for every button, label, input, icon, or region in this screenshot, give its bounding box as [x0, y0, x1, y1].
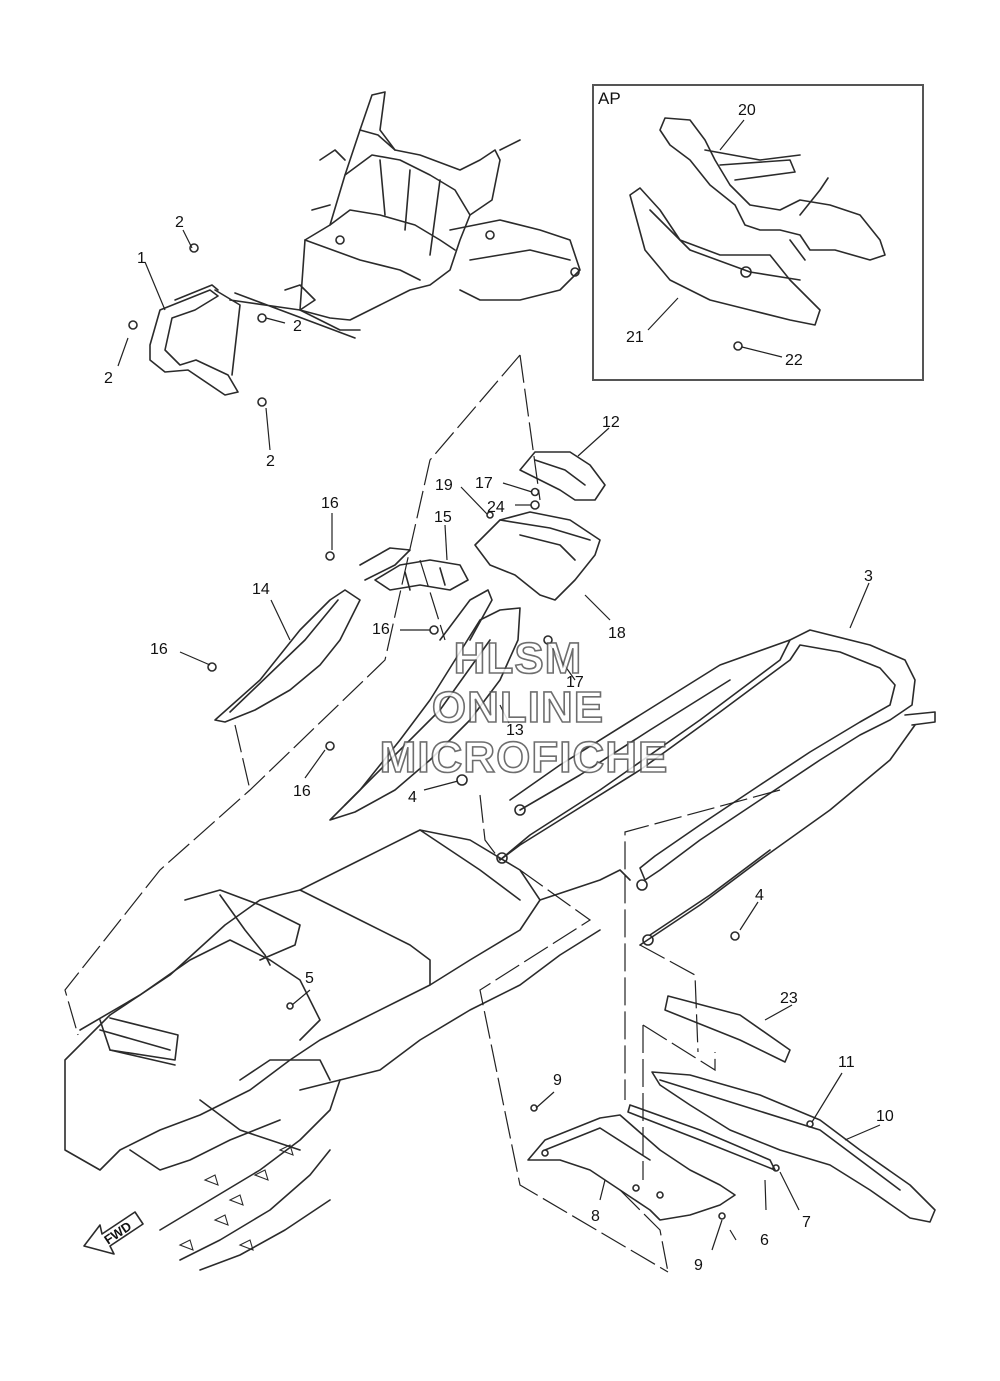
center-cover-part-15 — [374, 559, 469, 591]
callout-2: 2 — [266, 453, 275, 470]
watermark: HLSM ONLINE MICROFICHE — [379, 633, 669, 783]
callout-15: 15 — [434, 509, 452, 526]
callout-1: 1 — [137, 250, 146, 267]
ap-inset-frame — [592, 84, 924, 381]
callout-9: 9 — [553, 1072, 562, 1089]
callout-16: 16 — [293, 783, 311, 800]
chassis-tunnel — [64, 829, 631, 1271]
callout-21: 21 — [626, 329, 644, 346]
inset-label: AP — [598, 89, 621, 108]
callout-8: 8 — [591, 1208, 600, 1225]
callout-10: 10 — [876, 1108, 894, 1125]
ap-inset-drawing — [629, 117, 886, 351]
callout-5: 5 — [305, 970, 314, 987]
callout-19: 19 — [435, 477, 453, 494]
callout-2: 2 — [293, 318, 302, 335]
callout-17: 17 — [566, 674, 584, 691]
assembly-reference-lines — [64, 354, 781, 1273]
strip-part-6 — [627, 1104, 776, 1171]
callout-14: 14 — [252, 581, 270, 598]
rear-cover-part-13 — [329, 589, 521, 821]
callout-4: 4 — [408, 789, 417, 806]
watermark-line-1: HLSM — [454, 634, 583, 683]
forward-arrow-icon — [83, 1211, 144, 1255]
callout-17: 17 — [475, 475, 493, 492]
callout-18: 18 — [608, 625, 626, 642]
forward-direction-marker: FWD — [83, 1211, 144, 1255]
watermark-line-3: MICROFICHE — [380, 733, 669, 782]
callout-leader-lines — [117, 119, 881, 1251]
callout-12: 12 — [602, 414, 620, 431]
callout-13: 13 — [506, 722, 524, 739]
rear-bracket-part-18 — [474, 511, 601, 601]
callout-11: 11 — [838, 1054, 855, 1071]
callout-20: 20 — [738, 102, 756, 119]
rear-grab-bar-part-3 — [496, 629, 936, 946]
front-bumper-part-1 — [128, 243, 267, 407]
callout-16: 16 — [372, 621, 390, 638]
callout-22: 22 — [785, 352, 803, 369]
callout-4: 4 — [755, 887, 764, 904]
callout-24: 24 — [487, 499, 505, 516]
callout-3: 3 — [864, 568, 873, 585]
snow-flap-part-8 — [527, 1114, 736, 1221]
small-fasteners — [286, 1002, 814, 1220]
callout-labels: 1 2 2 2 2 3 4 4 5 6 7 8 9 9 10 11 12 13 … — [104, 89, 894, 1274]
front-frame-assembly — [229, 91, 581, 339]
callout-16: 16 — [150, 641, 168, 658]
callout-6: 6 — [760, 1232, 769, 1249]
callout-7: 7 — [802, 1214, 811, 1231]
callout-16: 16 — [321, 495, 339, 512]
callout-2: 2 — [175, 214, 184, 231]
callout-2: 2 — [104, 370, 113, 387]
callout-9: 9 — [694, 1257, 703, 1274]
watermark-line-2: ONLINE — [432, 683, 604, 732]
callout-23: 23 — [780, 990, 798, 1007]
plate-part-23 — [664, 995, 791, 1063]
rail-part-10 — [651, 1071, 936, 1223]
